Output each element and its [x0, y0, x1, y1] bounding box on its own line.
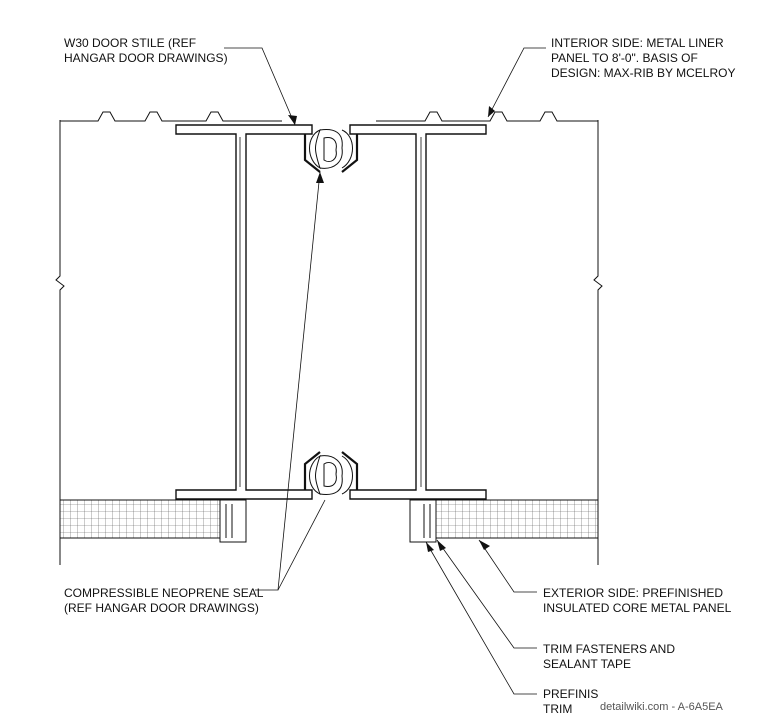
label-exterior-side: EXTERIOR SIDE: PREFINISHED INSULATED COR… [543, 586, 732, 615]
right-wall-edge-line [593, 120, 603, 565]
leader-seal-top [255, 171, 321, 591]
exterior-insulated-panel-left [59, 499, 221, 539]
arrowhead-fasteners [437, 540, 446, 551]
label-trim-fasteners: TRIM FASTENERS AND SEALANT TAPE [543, 642, 678, 671]
leader-fasteners [436, 539, 537, 649]
leader-stile [224, 47, 296, 126]
door-stile-right [349, 124, 487, 500]
leader-seal-bottom [277, 499, 326, 591]
left-wall-edge-line [55, 120, 65, 565]
neoprene-seal-top [303, 129, 359, 173]
panel-trim-right-fastener [423, 504, 431, 538]
label-interior-side: INTERIOR SIDE: METAL LINER PANEL TO 8'-0… [551, 36, 735, 80]
neoprene-seal-bottom [303, 451, 359, 495]
exterior-insulated-panel-right [435, 499, 599, 539]
door-stile-left [175, 124, 313, 500]
watermark: detailwiki.com - A-6A5EA [600, 701, 724, 713]
leader-interior [487, 47, 546, 118]
arrowhead-trim [426, 542, 434, 552]
panel-trim-left-fastener [225, 504, 233, 538]
arrowhead-interior [488, 106, 495, 117]
label-prefinished-trim: PREFINIS TRIM [543, 687, 602, 716]
panel-trim-left [219, 499, 247, 543]
panel-trim-right [409, 499, 437, 543]
leader-exterior [478, 539, 537, 593]
arrowhead-seal [316, 172, 324, 183]
arrowhead-exterior [479, 540, 490, 550]
label-neoprene-seal: COMPRESSIBLE NEOPRENE SEAL (REF HANGAR D… [64, 586, 266, 615]
arrowhead-stile [288, 115, 297, 125]
label-stile: W30 DOOR STILE (REF HANGAR DOOR DRAWINGS… [64, 36, 228, 65]
leader-trim [425, 541, 537, 695]
interior-liner-panel-right [376, 111, 598, 122]
interior-liner-panel-left [60, 111, 282, 122]
